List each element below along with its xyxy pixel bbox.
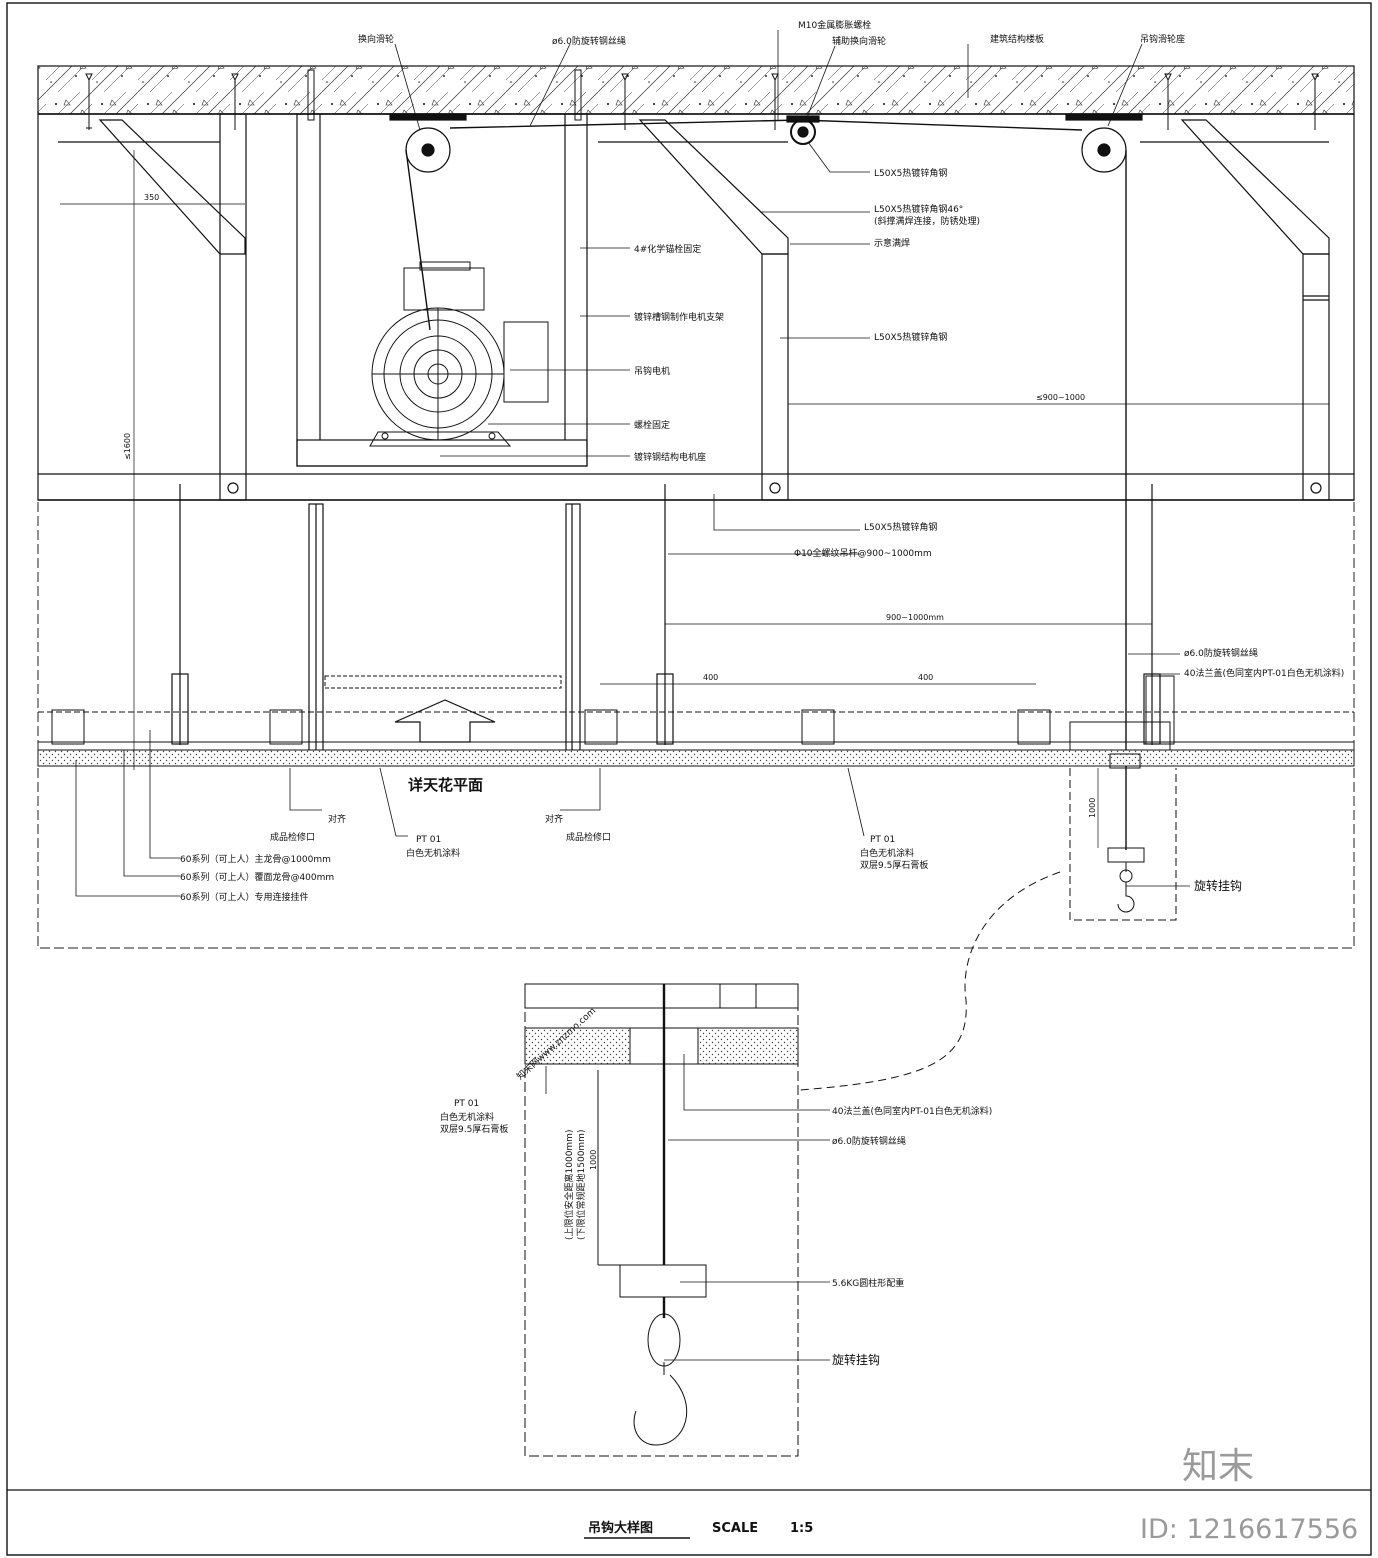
dim-1000-right: 1000 <box>1088 798 1097 818</box>
label-connector: 60系列（可上人）专用连接挂件 <box>180 891 308 903</box>
label-hook-pulley-seat: 吊钩滑轮座 <box>1140 33 1185 45</box>
dimension-text: 350 ≤1600 ≤900~1000 900~1000mm 400 400 1… <box>123 193 1097 1170</box>
hook-detail <box>524 983 799 1457</box>
dim-350: 350 <box>144 193 159 202</box>
main-section-boundary <box>37 67 1355 949</box>
dim-900-1000-mid: 900~1000mm <box>886 613 944 622</box>
upper-steel-frame <box>37 113 1355 501</box>
label-bolt-fixed: 螺栓固定 <box>634 419 670 431</box>
label-pt01-a-desc: 白色无机涂料 <box>406 847 460 859</box>
leader-lines <box>75 30 1190 1361</box>
dimension-lines <box>60 150 1329 848</box>
swivel-hook-icon <box>1117 862 1135 913</box>
watermark-id: ID: 1216617556 <box>1140 1514 1358 1545</box>
label-flange-right: 40法兰盖(色同室内PT-01白色无机涂料) <box>1184 667 1344 679</box>
label-wire-rope-top: ø6.0防旋转钢丝绳 <box>552 35 626 47</box>
label-swivel-hook-top: 旋转挂钩 <box>1194 878 1242 893</box>
label-pt01-b: PT 01 <box>870 835 895 845</box>
label-redirect-pulley: 换向滑轮 <box>358 33 394 45</box>
detail-hook-icon <box>633 1313 688 1446</box>
watermark-logo: 知末 <box>1182 1446 1254 1487</box>
label-limit-lower: (下限位常规距地1500mm) <box>575 1130 587 1240</box>
label-expansion-bolt: M10金属膨胀螺栓 <box>798 19 871 31</box>
label-flange-detail: 40法兰盖(色同室内PT-01白色无机涂料) <box>832 1105 992 1117</box>
label-align-right: 对齐 <box>545 813 563 825</box>
label-motor-base: 镀锌钢结构电机座 <box>634 451 706 463</box>
label-chem-bolt: 4#化学锚栓固定 <box>634 243 701 255</box>
label-aux-pulley: 辅助换向滑轮 <box>832 35 886 47</box>
title-block: 吊钩大样图 SCALE 1:5 <box>7 1489 1371 1539</box>
label-limit-upper: (上限位安全距离1000mm) <box>563 1130 575 1240</box>
label-pt01-b-desc1: 白色无机涂料 <box>860 847 914 859</box>
hanger-rods <box>171 484 1161 755</box>
label-pt01-c-desc2: 双层9.5厚石膏板 <box>440 1123 508 1135</box>
hoist-motor-icon <box>369 261 549 447</box>
label-angle-steel-2: L50X5热镀锌角钢 <box>874 331 947 343</box>
label-swivel-hook-detail: 旋转挂钩 <box>832 1352 880 1367</box>
label-align-left: 对齐 <box>328 813 346 825</box>
label-slab: 建筑结构楼板 <box>990 33 1044 45</box>
dim-900-1000-top: ≤900~1000 <box>1036 393 1085 402</box>
label-wire-rope-detail: ø6.0防旋转钢丝绳 <box>832 1135 906 1147</box>
scale-value: 1:5 <box>790 1521 813 1536</box>
label-pt01-c-desc1: 白色无机涂料 <box>440 1111 494 1123</box>
label-finished-box-left: 成品检修口 <box>270 831 315 843</box>
label-channel-frame: 镀锌槽钢制作电机支架 <box>634 311 724 323</box>
label-pt01-a: PT 01 <box>416 835 441 845</box>
label-detail-ceiling: 详天花平面 <box>408 776 483 794</box>
label-main-keel: 60系列（可上人）主龙骨@1000mm <box>180 853 331 865</box>
label-finished-box-right: 成品检修口 <box>566 831 611 843</box>
label-angle-steel-1: L50X5热镀锌角钢 <box>874 167 947 179</box>
dim-1600: ≤1600 <box>123 433 132 460</box>
label-angle-steel-46-note: (斜撑满焊连接，防锈处理) <box>874 215 980 227</box>
label-pt01-c: PT 01 <box>454 1099 479 1109</box>
label-angle-steel-3: L50X5热镀锌角钢 <box>864 521 937 533</box>
expansion-bolts <box>85 69 1319 130</box>
label-cover-keel: 60系列（可上人）覆面龙骨@400mm <box>180 871 334 883</box>
label-weld-note: 示意满焊 <box>874 237 910 249</box>
pulley-system <box>389 113 1143 850</box>
label-angle-steel-46: L50X5热镀锌角钢46° <box>874 203 963 215</box>
dim-1000-detail: 1000 <box>589 1150 598 1170</box>
scale-label: SCALE <box>712 1521 758 1536</box>
annotation-labels: 换向滑轮 ø6.0防旋转钢丝绳 M10金属膨胀螺栓 辅助换向滑轮 建筑结构楼板 … <box>180 19 1344 1367</box>
label-pt01-b-desc2: 双层9.5厚石膏板 <box>860 859 928 871</box>
drawing-title: 吊钩大样图 <box>588 1520 653 1536</box>
dim-400-b: 400 <box>918 673 933 682</box>
label-hoist-motor: 吊钩电机 <box>634 365 670 377</box>
label-hanger-rod: Φ10全螺纹吊杆@900~1000mm <box>794 547 932 559</box>
sheet-border <box>6 2 1372 1556</box>
ceiling-system <box>37 675 1355 1091</box>
label-wire-rope-right: ø6.0防旋转钢丝绳 <box>1184 647 1258 659</box>
label-counterweight: 5.6KG圆柱形配重 <box>832 1277 904 1289</box>
dim-400-a: 400 <box>703 673 718 682</box>
